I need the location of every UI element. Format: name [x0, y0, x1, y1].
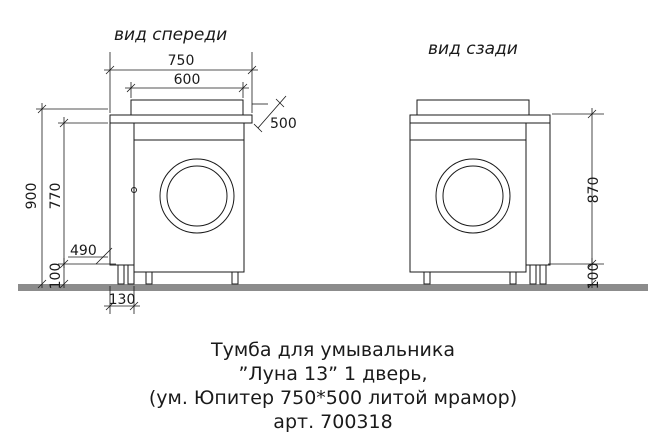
dim-width-inner: 600: [174, 72, 201, 88]
dim-leg-height-front: 100: [48, 263, 64, 290]
back-top-band: [409, 122, 527, 141]
front-porthole-outer: [159, 158, 235, 234]
back-side-panel: [525, 122, 551, 266]
caption: Тумба для умывальника ”Луна 13” 1 дверь,…: [0, 338, 666, 434]
dim-leg-height-back: 100: [586, 263, 602, 290]
front-leg: [127, 264, 135, 285]
caption-line-1: Тумба для умывальника: [211, 339, 455, 361]
back-porthole-outer: [435, 158, 511, 234]
back-basin-top: [416, 99, 530, 116]
front-dimension-lines: [36, 52, 287, 314]
floor: [18, 284, 648, 291]
dim-depth-side: 490: [70, 243, 97, 259]
back-countertop: [409, 114, 551, 124]
back-leg: [529, 264, 537, 285]
back-leg: [509, 271, 517, 285]
caption-line-2: ”Луна 13” 1 дверь,: [238, 363, 428, 385]
front-porthole-inner: [166, 165, 228, 227]
back-view: [409, 99, 551, 285]
dim-height-body: 770: [48, 183, 64, 210]
front-door-knob-icon: [131, 187, 137, 193]
front-view: [109, 99, 253, 285]
front-basin-top: [130, 99, 244, 116]
front-countertop: [109, 114, 253, 124]
dim-width-total: 750: [168, 53, 195, 69]
front-leg: [117, 264, 125, 285]
dim-height-back: 870: [586, 177, 602, 204]
back-dimension-lines: [548, 108, 604, 289]
dim-depth-top: 500: [270, 116, 297, 132]
dim-leg-offset: 130: [109, 292, 136, 308]
caption-line-4: арт. 700318: [273, 411, 393, 433]
front-top-band: [133, 122, 245, 141]
front-leg: [145, 271, 153, 285]
caption-line-3: (ум. Юпитер 750*500 литой мрамор): [148, 387, 518, 409]
front-leg: [231, 271, 239, 285]
back-leg: [423, 271, 431, 285]
dim-height-total: 900: [24, 183, 40, 210]
front-side-panel: [109, 122, 135, 266]
back-view-label: вид сзади: [428, 39, 518, 59]
front-view-label: вид спереди: [114, 25, 227, 45]
back-leg: [539, 264, 547, 285]
back-porthole-inner: [442, 165, 504, 227]
